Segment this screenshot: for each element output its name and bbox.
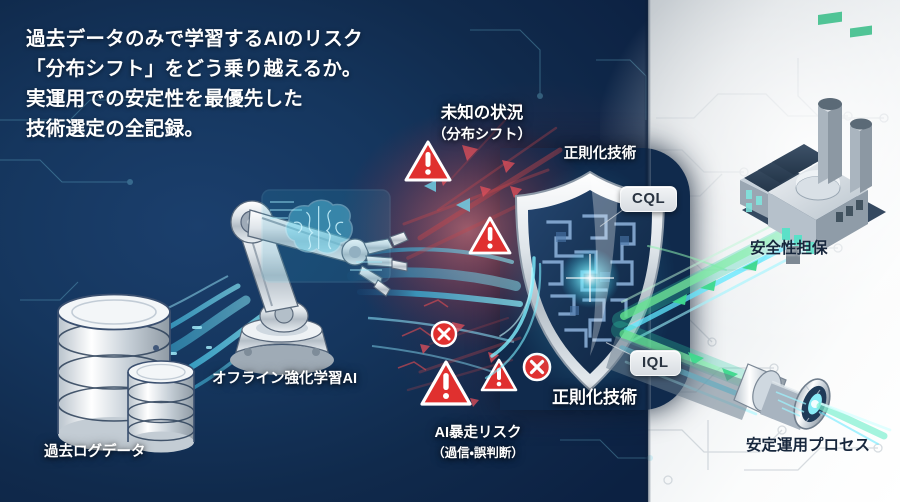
factory-icon: [740, 11, 886, 264]
label-unknown-situation-main: 未知の状況: [440, 104, 524, 122]
page-title: 過去データのみで学習するAIのリスク 「分布シフト」をどう乗り越えるか。 実運用…: [26, 28, 363, 140]
database-stack-icon: [57, 293, 195, 453]
label-runaway-risk-main: AI暴走リスク: [434, 425, 522, 441]
label-unknown-situation-sub: （分布シフト）: [432, 127, 532, 143]
badge-cql: CQL: [620, 186, 678, 212]
label-stable-operation: 安定運用プロセス: [746, 437, 871, 454]
label-unknown-situation: 未知の状況 （分布シフト）: [392, 82, 572, 167]
brain-hologram-icon: [261, 189, 391, 283]
label-runaway-risk-sub: （過信・誤判断）: [432, 446, 524, 460]
label-safety-assurance: 安全性担保: [750, 240, 828, 257]
robot-arm-icon: [230, 180, 470, 375]
label-runaway-risk: AI暴走リスク （過信・誤判断）: [378, 405, 578, 482]
label-regularization-bottom: 正則化技術: [552, 388, 637, 407]
badge-iql: IQL: [630, 350, 681, 376]
risk-ray-group: [397, 103, 563, 407]
label-log-data: 過去ログデータ: [44, 444, 146, 460]
shield-energy-arcs: [484, 245, 727, 380]
label-offline-rl: オフライン強化学習AI: [212, 371, 357, 387]
warning-triangle-icon: [404, 140, 512, 255]
label-regularization-top: 正則化技術: [563, 146, 637, 162]
